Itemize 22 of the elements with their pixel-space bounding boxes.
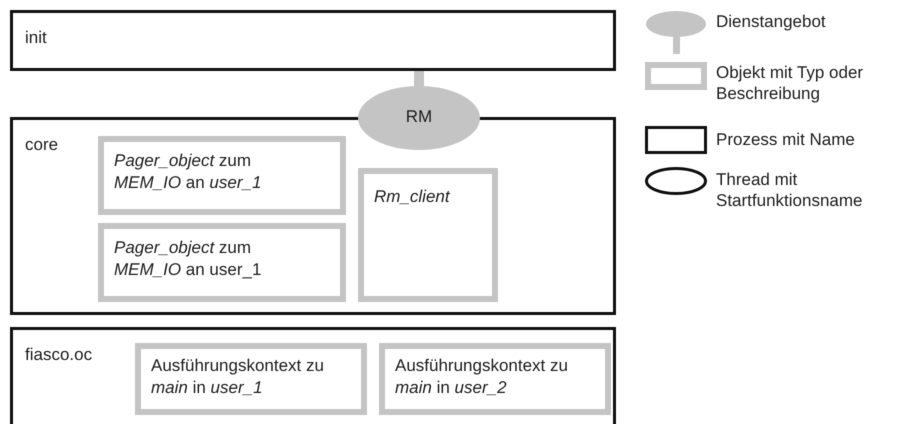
object-box [379, 343, 611, 415]
process-name: init [25, 27, 48, 49]
object-label: Rm_client [374, 186, 452, 208]
object-box [135, 343, 367, 415]
object-box [98, 223, 346, 302]
legend-text: Thread mit Startfunktionsname [716, 169, 864, 211]
service-name: RM [404, 106, 434, 128]
process-box [10, 327, 616, 424]
process-name: fiasco.oc [25, 344, 94, 366]
object-label: Pager_object zum MEM_IO an user_1 [114, 237, 262, 281]
object-label: Ausführungskontext zu main in user_2 [395, 355, 569, 399]
service-ellipse [358, 86, 480, 150]
object-box [98, 136, 346, 215]
legend-text: Dienstangebot [716, 11, 827, 32]
service-stem [414, 71, 424, 86]
legend-text: Objekt mit Typ oder Beschreibung [716, 62, 864, 104]
process-box [10, 10, 616, 71]
object-box [358, 168, 498, 302]
process-name: core [25, 134, 60, 156]
object-label: Pager_object zum MEM_IO an user_1 [114, 150, 262, 194]
object-label: Ausführungskontext zu main in user_1 [151, 355, 325, 399]
legend-text: Prozess mit Name [716, 129, 856, 150]
